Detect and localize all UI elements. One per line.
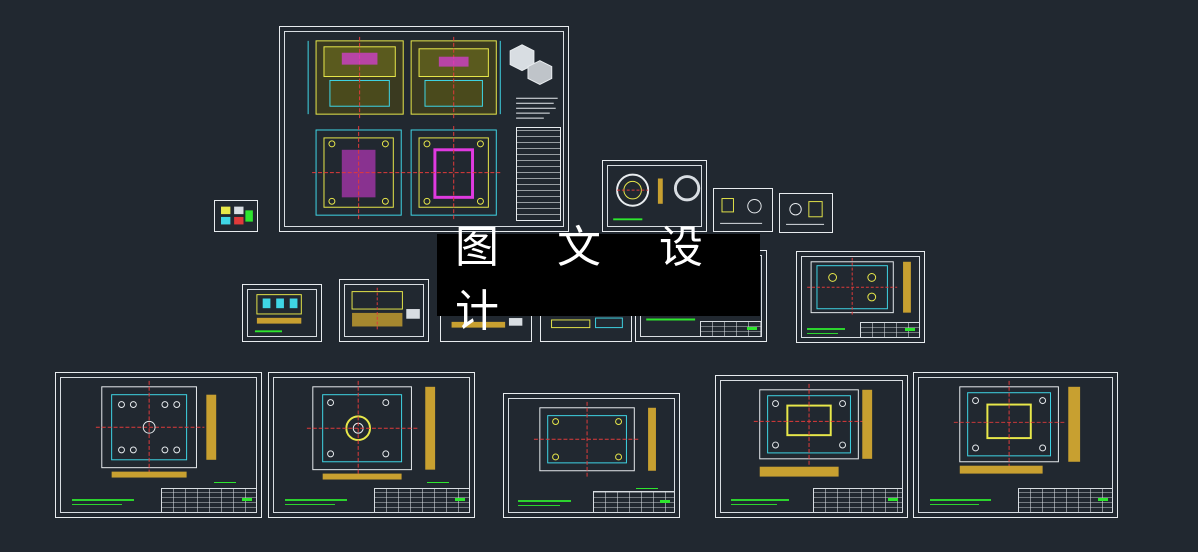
roughness-symbol bbox=[636, 480, 658, 490]
small-part-sheet-b[interactable] bbox=[779, 193, 833, 233]
plate-row2-6-graphics bbox=[807, 257, 911, 317]
drawing-frame bbox=[273, 377, 470, 513]
small-3d-view-graphics bbox=[221, 206, 253, 225]
technical-notes bbox=[930, 498, 992, 507]
ring-part-graphics bbox=[613, 173, 701, 221]
assembly-drawing-sheet[interactable] bbox=[279, 26, 569, 232]
drawing-frame bbox=[918, 377, 1113, 513]
technical-notes bbox=[285, 498, 347, 507]
part-row2-3-graphics bbox=[451, 318, 523, 328]
title-block bbox=[859, 321, 919, 337]
title-block bbox=[1017, 487, 1112, 512]
roughness-symbol bbox=[427, 474, 450, 483]
plate-row3-3-graphics bbox=[533, 401, 656, 477]
plate-sheet-row3-2[interactable] bbox=[268, 372, 475, 518]
drawing-frame bbox=[801, 256, 920, 338]
small-3d-view-sheet[interactable] bbox=[214, 200, 258, 232]
technical-notes bbox=[72, 498, 134, 507]
part-sheet-row2-1[interactable] bbox=[242, 284, 322, 342]
part-row2-4-graphics bbox=[551, 317, 623, 329]
technical-notes bbox=[518, 500, 571, 508]
part-row2-1-graphics bbox=[254, 294, 302, 333]
plate-sheet-row2-6[interactable] bbox=[796, 251, 925, 343]
drawing-frame bbox=[247, 289, 317, 337]
title-block bbox=[160, 487, 256, 512]
technical-notes bbox=[731, 499, 789, 507]
title-block bbox=[813, 488, 902, 512]
plate-sheet-row3-4[interactable] bbox=[715, 375, 908, 518]
plate-row3-4-graphics bbox=[753, 383, 873, 477]
plate-row3-2-graphics bbox=[306, 380, 436, 480]
drawing-frame bbox=[508, 398, 675, 513]
drawing-frame bbox=[720, 380, 903, 513]
drawing-frame bbox=[60, 377, 257, 513]
small-part-sheet-a[interactable] bbox=[713, 188, 773, 232]
small-part-b-graphics bbox=[786, 201, 825, 225]
watermark-banner: 图 文 设 计 bbox=[437, 222, 760, 337]
bill-of-materials-table bbox=[516, 126, 562, 221]
ring-part-sheet[interactable] bbox=[602, 160, 707, 232]
drawing-frame bbox=[284, 31, 564, 227]
part-row2-2-graphics bbox=[351, 287, 420, 331]
plate-sheet-row3-5[interactable] bbox=[913, 372, 1118, 518]
plate-row3-1-graphics bbox=[95, 380, 217, 478]
part-sheet-row2-2[interactable] bbox=[339, 279, 429, 342]
title-block bbox=[592, 491, 674, 512]
drawing-frame bbox=[607, 165, 702, 227]
watermark-text: 图 文 设 计 bbox=[455, 222, 725, 337]
roughness-symbol bbox=[214, 474, 237, 483]
title-block bbox=[373, 487, 469, 512]
assembly-drawing-graphics bbox=[307, 36, 558, 222]
plate-sheet-row3-3[interactable] bbox=[503, 393, 680, 518]
part-row2-5-graphics bbox=[646, 318, 696, 321]
technical-notes bbox=[807, 327, 846, 336]
title-block bbox=[700, 320, 761, 336]
plate-row3-5-graphics bbox=[953, 380, 1081, 474]
small-part-a-graphics bbox=[720, 198, 763, 224]
plate-sheet-row3-1[interactable] bbox=[55, 372, 262, 518]
drawing-frame bbox=[344, 284, 424, 337]
